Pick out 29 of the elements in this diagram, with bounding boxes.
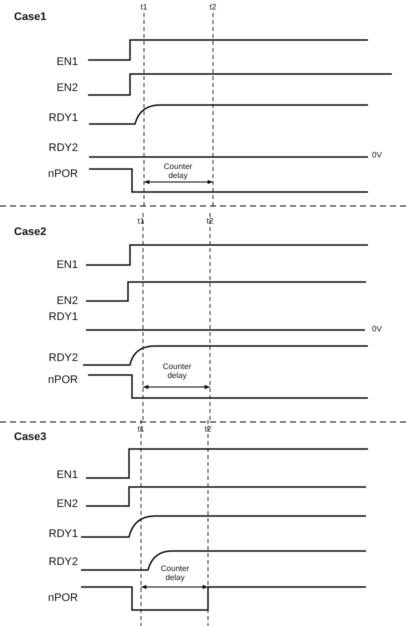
signal-name: EN1 <box>56 258 78 272</box>
time-marker-label: t1 <box>138 218 144 226</box>
voltage-label: 0V <box>372 326 382 334</box>
signal-name: EN2 <box>56 498 78 510</box>
dimension-label: Counter delay <box>160 565 190 583</box>
signal-name: RDY2 <box>48 556 78 568</box>
case-heading: Case1 <box>14 10 46 24</box>
dimension-label: Counter delay <box>162 163 194 181</box>
signal-name: RDY2 <box>48 352 78 364</box>
case-heading: Case3 <box>14 430 46 444</box>
signal-name: RDY1 <box>48 112 78 124</box>
time-marker-label: t1 <box>140 4 148 12</box>
signal-name: EN1 <box>56 56 78 68</box>
time-marker-label: t2 <box>206 218 214 226</box>
voltage-label: 0V <box>372 152 382 160</box>
signal-name: nPOR <box>48 592 78 604</box>
signal-name: EN2 <box>56 82 78 94</box>
signal-name: nPOR <box>48 168 78 180</box>
dimension-label: Counter delay <box>162 363 192 381</box>
time-marker-label: t2 <box>204 426 212 434</box>
signal-name: EN2 <box>56 294 78 308</box>
time-marker-label: t2 <box>210 4 216 12</box>
signal-name: RDY2 <box>48 142 78 154</box>
signal-name: nPOR <box>48 374 78 386</box>
signal-name: EN1 <box>56 468 78 482</box>
case-heading: Case2 <box>14 226 46 238</box>
signal-name: RDY1 <box>48 528 78 540</box>
time-marker-label: t1 <box>138 426 144 434</box>
signal-name: RDY1 <box>48 310 78 324</box>
